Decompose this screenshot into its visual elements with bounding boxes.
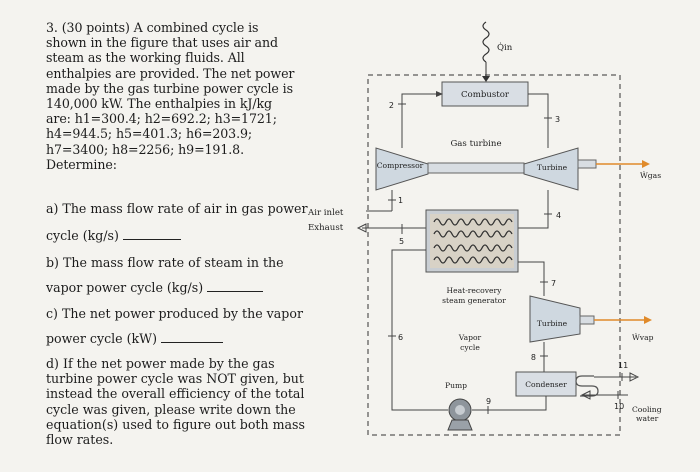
state-8-label: 8 (531, 353, 536, 362)
question-d: d) If the net power made by the gas turb… (46, 356, 314, 447)
state-9-label: 9 (486, 397, 491, 406)
problem-line: steam as the working fluids. All (46, 50, 245, 66)
gas-shaft (427, 162, 525, 174)
question-d-line: d) If the net power made by the gas (46, 356, 275, 371)
question-a-text: cycle (kg/s) (46, 228, 119, 244)
state-10-label: 10 (614, 402, 624, 411)
question-d-line: cycle was given, please write down the (46, 401, 296, 417)
state-11-label: 11 (618, 361, 628, 370)
state-2-line (401, 93, 442, 148)
state-4-label: 4 (556, 211, 561, 220)
w-gas-label: Ẇgas (640, 171, 661, 180)
problem-line: h7=3400; h8=2256; h9=191.8. (46, 141, 244, 157)
vapor-turbine-shape (529, 295, 581, 343)
vapor-output-shaft (579, 315, 595, 325)
hrsg-coil-1 (433, 218, 513, 226)
gas-turbine-shape (523, 147, 579, 191)
question-b-line: b) The mass flow rate of steam in the (46, 255, 284, 270)
pump-hub (455, 405, 465, 415)
compressor-label: Compressor (377, 161, 424, 170)
hrsg-inner (430, 214, 514, 268)
combustor-box (441, 81, 529, 107)
condenser-box (515, 371, 577, 397)
state-5-label: 5 (399, 237, 404, 246)
question-a-line2: cycle (kg/s) (46, 228, 314, 243)
state-9-line (472, 396, 547, 411)
condenser-label: Condenser (525, 380, 567, 389)
state-2-arrowhead (436, 91, 443, 97)
q-in-label: Q̇in (497, 41, 513, 53)
state-6-line (391, 249, 448, 411)
heat-input-arrowhead (482, 76, 490, 82)
hrsg-coil-2 (433, 230, 513, 238)
problem-line: are: h1=300.4; h2=692.2; h3=1721; (46, 111, 277, 127)
question-d-line: equation(s) used to figure out both mass (46, 416, 305, 432)
pump-label: Pump (445, 381, 467, 390)
state-3-label: 3 (555, 115, 560, 124)
state-6-label: 6 (398, 333, 403, 342)
question-c-line: c) The net power produced by the vapor (46, 306, 303, 321)
problem-line: 3. (30 points) A combined cycle is (46, 20, 259, 35)
system-boundary (367, 74, 621, 436)
question-b: b) The mass flow rate of steam in the va… (46, 255, 314, 295)
cooling-water-label-2: water (636, 414, 659, 423)
problem-line: 140,000 kW. The enthalpies in kJ/kg (46, 96, 272, 112)
state-10-arrowhead (580, 390, 591, 400)
w-vap-arrowhead (644, 316, 652, 324)
exhaust-label: Exhaust (308, 223, 344, 233)
question-c-text: power cycle (kW) (46, 331, 158, 347)
vapor-cycle-label-2: cycle (460, 343, 480, 352)
turbine-bottom-label: Turbine (537, 319, 568, 328)
question-c-line2: power cycle (kW) (46, 331, 314, 346)
cooling-water-label-1: Cooling (632, 405, 662, 414)
answer-c-blank[interactable] (161, 331, 224, 344)
state-1-label: 1 (398, 196, 403, 205)
state-7-line (518, 261, 545, 296)
answer-b-blank[interactable] (207, 280, 264, 293)
hrsg-coil-3 (433, 244, 513, 252)
turbine-top-label: Turbine (537, 163, 568, 172)
state-7-label: 7 (551, 279, 556, 288)
problem-line: made by the gas turbine power cycle is (46, 80, 293, 96)
question-d-line: instead the overall efficiency of the to… (46, 386, 305, 402)
question-d-line: flow rates. (46, 432, 114, 448)
w-gas-arrowhead (642, 160, 650, 168)
question-b-text: vapor power cycle (kg/s) (46, 280, 204, 296)
condenser-coil (575, 375, 599, 397)
problem-line: shown in the figure that uses air and (46, 35, 278, 51)
problem-statement: 3. (30 points) A combined cycle is shown… (46, 20, 314, 172)
question-c: c) The net power produced by the vapor p… (46, 306, 314, 346)
gas-output-shaft (577, 159, 597, 169)
question-a: a) The mass flow rate of air in gas powe… (46, 201, 314, 243)
compressor-shape (375, 147, 429, 191)
hrsg-label-2: steam generator (442, 296, 506, 305)
question-d-line: turbine power cycle was NOT given, but (46, 371, 304, 387)
hrsg-coil-4 (433, 256, 513, 264)
pump-base (447, 419, 473, 431)
problem-line: Determine: (46, 156, 117, 172)
state-3-line (528, 93, 549, 148)
answer-a-blank[interactable] (122, 228, 181, 241)
w-vap-label: Ẇvap (632, 333, 654, 342)
combustor-label: Combustor (461, 90, 510, 100)
problem-line: h4=944.5; h5=401.3; h6=203.9; (46, 126, 253, 142)
heat-input-squiggle (482, 21, 490, 63)
problem-line: enthalpies are provided. The net power (46, 65, 295, 81)
hrsg-label-1: Heat-recovery (447, 286, 503, 295)
question-b-line2: vapor power cycle (kg/s) (46, 280, 314, 295)
state-11-arrowhead (629, 372, 640, 382)
gas-turbine-label: Gas turbine (450, 139, 501, 149)
state-4-line (518, 190, 549, 229)
question-a-line: a) The mass flow rate of air in gas powe… (46, 201, 308, 216)
exhaust-arrowhead (356, 223, 367, 233)
state-2-label: 2 (389, 101, 394, 110)
air-inlet-label: Air inlet (307, 208, 344, 218)
vapor-cycle-label-1: Vapor (458, 333, 482, 342)
